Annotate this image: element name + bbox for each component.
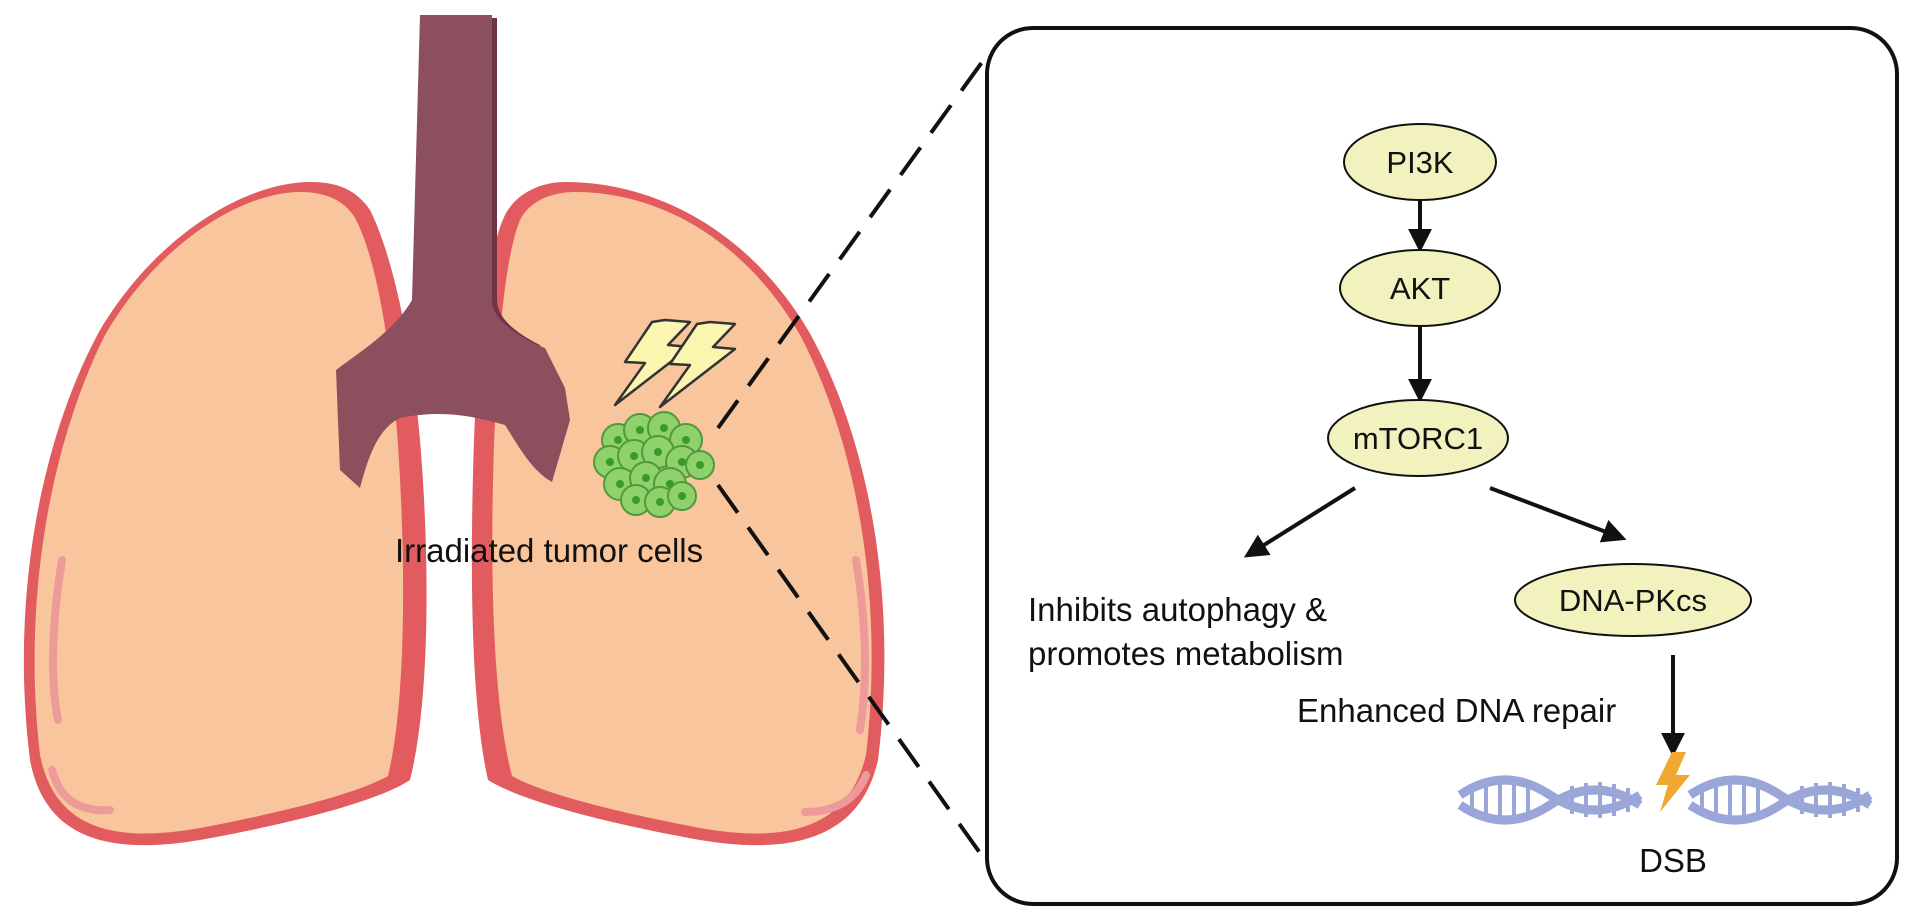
outcome-line-2: promotes metabolism bbox=[1028, 635, 1343, 672]
lightning-bolt-1 bbox=[613, 318, 692, 407]
lightning-bolt-2 bbox=[658, 320, 737, 409]
node-dnapkcs-label: DNA-PKcs bbox=[1559, 583, 1707, 618]
lightning-icon bbox=[613, 318, 737, 409]
node-mtorc1: mTORC1 bbox=[1327, 399, 1509, 477]
repair-label: Enhanced DNA repair bbox=[1297, 692, 1616, 729]
node-mtorc1-label: mTORC1 bbox=[1353, 421, 1483, 456]
zoom-line-bottom bbox=[716, 483, 987, 862]
dna-helix-right bbox=[1687, 775, 1873, 825]
dna-helix-left bbox=[1457, 775, 1643, 825]
lightning-break-icon bbox=[1656, 752, 1690, 812]
node-akt: AKT bbox=[1339, 249, 1501, 327]
right-lung bbox=[471, 182, 885, 846]
dna-helix-icon bbox=[1457, 775, 1873, 825]
trachea-icon bbox=[336, 15, 570, 488]
left-lung-highlight-1 bbox=[49, 556, 66, 724]
outcome-line-1: Inhibits autophagy & bbox=[1028, 591, 1327, 628]
left-lung bbox=[23, 182, 427, 846]
arrow-mtorc1-dnapkcs bbox=[1489, 486, 1627, 543]
left-lung-body bbox=[34, 192, 404, 834]
right-lung-body bbox=[492, 192, 872, 834]
lungs-icon bbox=[23, 15, 885, 846]
node-akt-label: AKT bbox=[1390, 271, 1450, 306]
left-lung-highlight-2 bbox=[48, 766, 114, 815]
node-dnapkcs: DNA-PKcs bbox=[1514, 563, 1752, 637]
arrow-mtorc1-outcome bbox=[1243, 486, 1357, 558]
right-lung-highlight-2 bbox=[801, 771, 870, 816]
tumor-label: Irradiated tumor cells bbox=[395, 532, 703, 569]
node-pi3k-label: PI3K bbox=[1386, 145, 1454, 180]
right-lung-highlight-1 bbox=[852, 556, 869, 734]
dsb-label: DSB bbox=[1639, 842, 1707, 879]
zoom-line-top bbox=[716, 56, 987, 430]
tumor-cluster-icon bbox=[593, 411, 715, 518]
trachea-body bbox=[336, 15, 570, 488]
node-pi3k: PI3K bbox=[1343, 123, 1497, 201]
